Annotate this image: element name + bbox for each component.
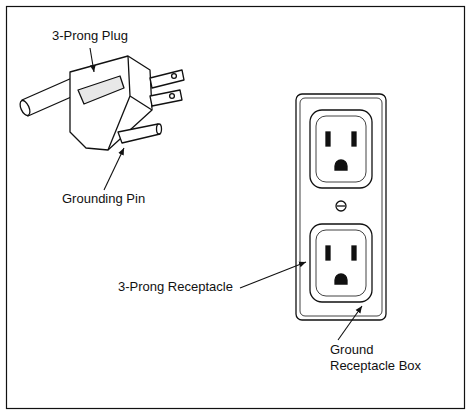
frame: [7, 7, 465, 409]
receptacle-wall-plate: [296, 94, 386, 320]
part-label: Grounding Pin: [62, 191, 145, 207]
part-label: 3-Prong Plug: [52, 28, 128, 44]
part-label: 3-Prong Receptacle: [118, 279, 233, 295]
three-prong-plug: [18, 56, 184, 150]
part-label: Ground Receptacle Box: [330, 342, 440, 374]
